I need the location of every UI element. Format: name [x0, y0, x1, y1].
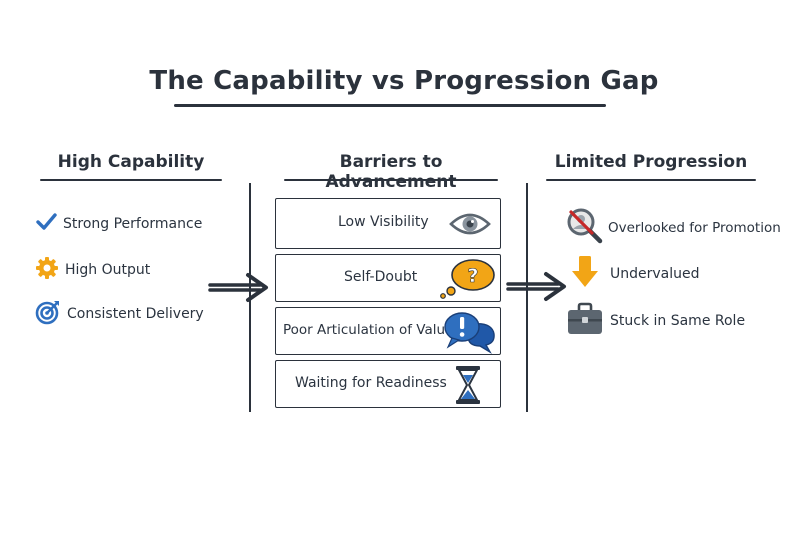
checkmark-icon	[35, 211, 57, 237]
right-item-stuck: Stuck in Same Role	[566, 302, 745, 340]
right-separator-line	[526, 183, 528, 412]
left-heading-underline	[40, 179, 222, 181]
left-item-high-output: High Output	[35, 256, 150, 284]
gear-icon	[35, 256, 59, 284]
svg-text:?: ?	[467, 265, 478, 287]
right-heading-underline	[546, 179, 756, 181]
left-column-heading: High Capability	[57, 152, 205, 172]
left-item-label: Strong Performance	[63, 216, 203, 232]
eye-icon	[448, 209, 492, 243]
barrier-label: Waiting for Readiness	[295, 375, 447, 391]
barrier-label: Self-Doubt	[344, 269, 418, 285]
briefcase-icon	[566, 302, 604, 340]
right-item-label: Overlooked for Promotion	[608, 220, 781, 236]
overlooked-magnifier-icon	[564, 206, 606, 250]
left-item-consistent-delivery: Consistent Delivery	[35, 299, 204, 329]
target-icon	[35, 299, 61, 329]
barrier-box-low-visibility: Low Visibility	[275, 198, 501, 249]
down-arrow-icon	[570, 255, 600, 293]
arrow-to-barriers	[208, 271, 270, 307]
barrier-box-waiting-for-readiness: Waiting for Readiness	[275, 360, 501, 408]
left-item-label: Consistent Delivery	[67, 306, 204, 322]
barrier-label: Low Visibility	[338, 214, 429, 230]
barrier-label: Poor Articulation of Value	[283, 322, 454, 338]
middle-heading-underline	[284, 179, 498, 181]
speech-bubbles-icon	[442, 310, 498, 358]
question-thought-bubble-icon: ?	[436, 257, 498, 303]
left-item-label: High Output	[65, 262, 151, 278]
hourglass-icon	[455, 365, 481, 409]
title-underline	[174, 104, 606, 107]
middle-column-heading: Barriers to Advancement	[325, 152, 457, 192]
left-item-strong-performance: Strong Performance	[35, 211, 202, 237]
diagram-title: The Capability vs Progression Gap	[149, 66, 659, 96]
right-item-label: Undervalued	[610, 266, 700, 282]
right-column-heading: Limited Progression	[554, 152, 748, 172]
right-item-label: Stuck in Same Role	[610, 313, 746, 329]
right-item-overlooked: Overlooked for Promotion	[564, 206, 781, 250]
barrier-box-poor-articulation: Poor Articulation of Value	[275, 307, 501, 355]
barrier-box-self-doubt: Self-Doubt ?	[275, 254, 501, 302]
right-item-undervalued: Undervalued	[570, 255, 700, 293]
arrow-to-progression	[506, 270, 568, 306]
